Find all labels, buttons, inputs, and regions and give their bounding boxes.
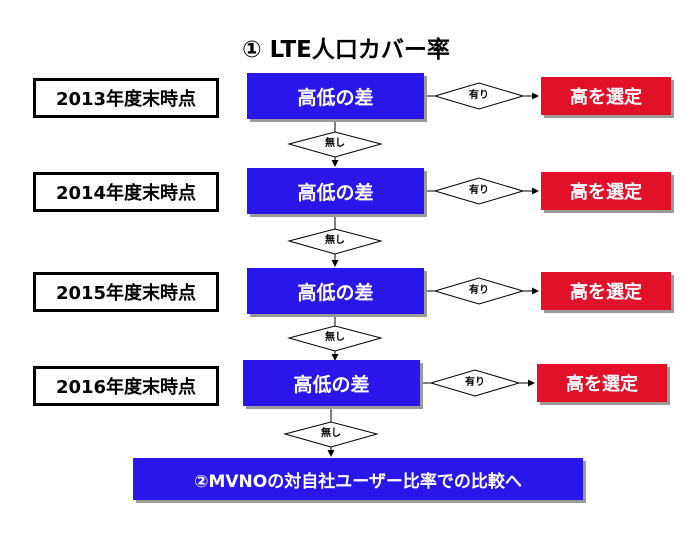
- no-label-2: 無し: [325, 235, 345, 246]
- no-diamond-4: [283, 421, 379, 448]
- yes-diamond-4: [429, 369, 521, 397]
- yes-label-1: 有り: [469, 90, 489, 101]
- no-diamond-3: [287, 325, 383, 352]
- no-label-3: 無し: [325, 332, 345, 343]
- yes-label-3: 有り: [469, 285, 489, 296]
- decision-box-3: 高低の差: [247, 268, 424, 314]
- final-step-box: ②MVNOの対自社ユーザー比率での比較へ: [133, 458, 583, 500]
- year-box-2015: 2015年度末時点: [33, 272, 219, 312]
- decision-box-2: 高低の差: [247, 168, 424, 214]
- no-diamond-1: [287, 131, 383, 158]
- decision-box-1: 高低の差: [247, 73, 424, 119]
- yes-label-2: 有り: [469, 185, 489, 196]
- no-label-1: 無し: [325, 138, 345, 149]
- result-box-3: 高を選定: [541, 272, 671, 310]
- result-box-2: 高を選定: [541, 172, 671, 210]
- no-label-4: 無し: [321, 428, 341, 439]
- result-box-4: 高を選定: [537, 364, 667, 402]
- page-title: ① LTE人口カバー率: [242, 37, 450, 63]
- yes-diamond-3: [433, 277, 525, 305]
- yes-diamond-2: [433, 177, 525, 205]
- yes-label-4: 有り: [465, 377, 485, 388]
- yes-diamond-1: [433, 82, 525, 110]
- year-box-2013: 2013年度末時点: [33, 78, 219, 118]
- no-diamond-2: [287, 228, 383, 255]
- result-box-1: 高を選定: [541, 77, 671, 115]
- year-box-2014: 2014年度末時点: [33, 172, 219, 212]
- year-box-2016: 2016年度末時点: [33, 366, 219, 406]
- decision-box-4: 高低の差: [243, 360, 420, 406]
